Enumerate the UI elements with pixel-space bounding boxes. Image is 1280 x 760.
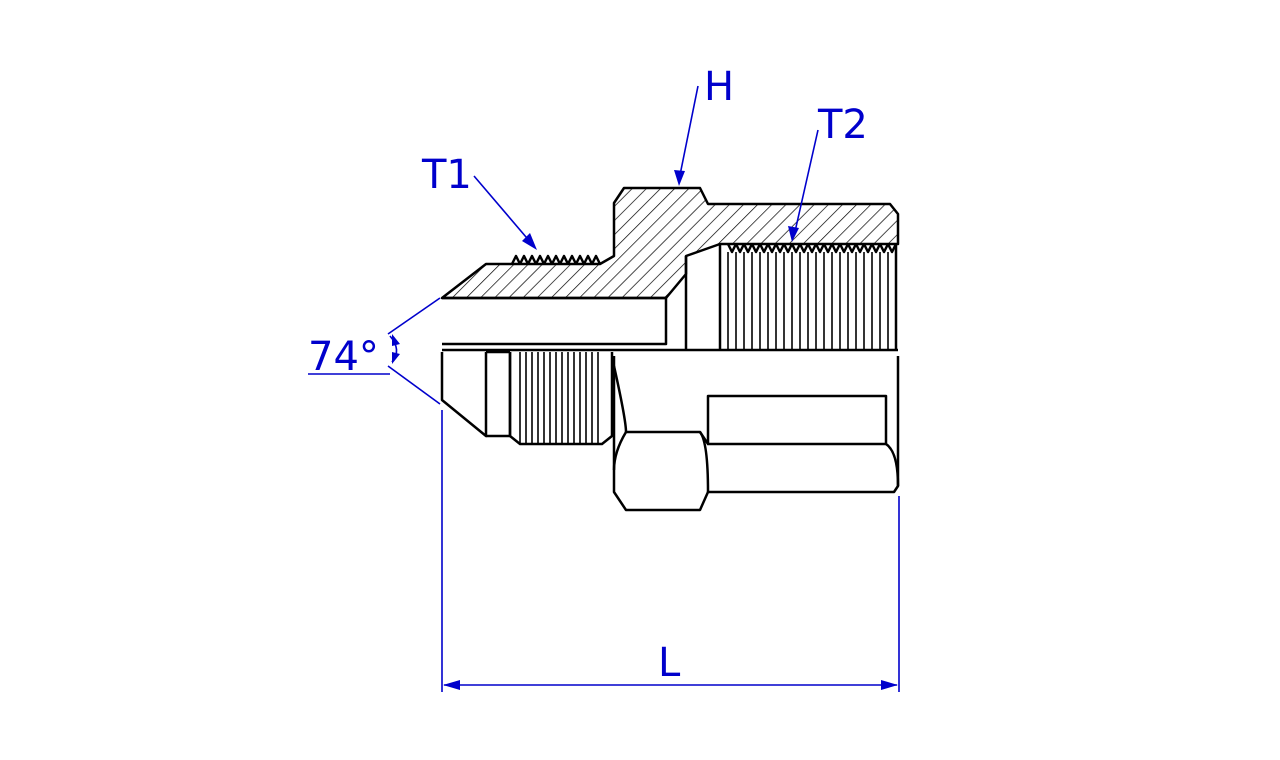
thread-tooth — [790, 243, 802, 254]
hex-label: H — [704, 64, 734, 110]
angle-extension-upper — [387, 297, 441, 335]
thread-tooth — [510, 254, 522, 265]
length-arrow-right — [881, 680, 898, 690]
hex-leader-arrow — [674, 170, 685, 186]
thread-tooth — [558, 254, 570, 265]
hex-flat-upper — [612, 365, 888, 446]
t2-thread-teeth — [726, 243, 898, 254]
thread-tooth — [590, 254, 602, 265]
angle-arrow-lower — [392, 352, 400, 364]
thread-tooth — [862, 243, 874, 254]
thread-tooth — [774, 243, 786, 254]
thread-tooth — [574, 254, 586, 265]
thread-tooth — [798, 243, 810, 254]
thread-tooth — [814, 243, 826, 254]
t1-thread-lines — [519, 352, 599, 444]
hex-body — [612, 356, 900, 512]
thread-tooth — [750, 243, 762, 254]
t2-leader-arrow — [788, 226, 799, 242]
t2-thread-lines — [727, 252, 889, 350]
thread-tooth — [734, 243, 746, 254]
t1-label: T1 — [421, 152, 472, 198]
thread-tooth — [822, 243, 834, 254]
thread-tooth — [886, 243, 898, 254]
t2-label: T2 — [817, 102, 868, 148]
thread-tooth — [742, 243, 754, 254]
t1-thread-teeth-upper — [510, 254, 602, 265]
hex-leader-line — [678, 85, 699, 181]
body-section-hatched — [440, 186, 900, 300]
thread-tooth — [526, 254, 538, 265]
t1-leader-line — [473, 175, 533, 245]
bore-section — [442, 296, 668, 346]
thread-tooth — [550, 254, 562, 265]
thread-tooth — [534, 254, 546, 265]
t1-thread-body — [508, 352, 614, 446]
hex-flat-lower — [612, 431, 900, 493]
length-label: L — [658, 640, 681, 686]
thread-tooth — [566, 254, 578, 265]
t2-leader-line — [793, 129, 819, 237]
thread-tooth — [806, 243, 818, 254]
thread-tooth — [758, 243, 770, 254]
thread-tooth — [838, 243, 850, 254]
thread-tooth — [518, 254, 530, 265]
t1-leader-arrow — [522, 233, 537, 250]
thread-tooth — [830, 243, 842, 254]
angle-label: 74° — [308, 334, 379, 380]
angle-arrow-upper — [392, 334, 400, 346]
thread-tooth — [870, 243, 882, 254]
length-arrow-left — [443, 680, 460, 690]
thread-tooth — [854, 243, 866, 254]
thread-tooth — [766, 243, 778, 254]
thread-tooth — [582, 254, 594, 265]
female-bore-section — [684, 244, 898, 350]
thread-tooth — [846, 243, 858, 254]
flare-cone-exterior — [440, 352, 488, 438]
thread-tooth — [542, 254, 554, 265]
angle-extension-lower — [387, 365, 441, 405]
thread-tooth — [726, 243, 738, 254]
t1-nose — [486, 350, 512, 438]
thread-tooth — [782, 243, 794, 254]
thread-tooth — [878, 243, 890, 254]
